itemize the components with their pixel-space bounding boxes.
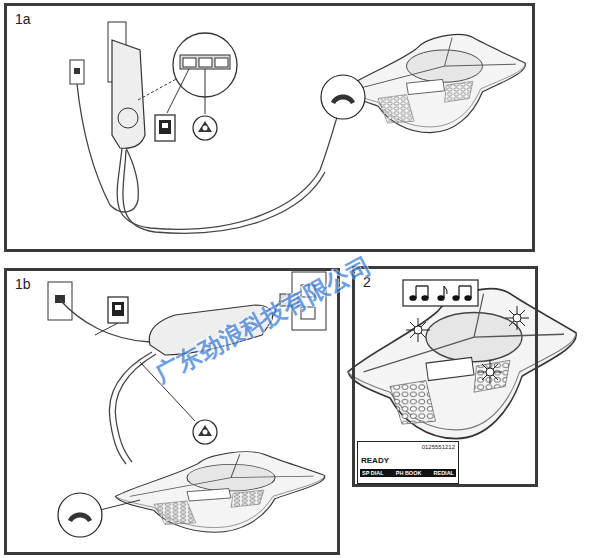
softkey-label: PH BOOK <box>396 470 422 476</box>
status-text: READY <box>358 450 458 465</box>
step-number: 1b <box>15 276 31 292</box>
step-number: 1a <box>15 11 31 27</box>
softkey-label: SP DIAL <box>362 470 384 476</box>
step-panel: 1a <box>4 3 535 252</box>
softkey-label: REDIAL <box>434 470 454 476</box>
phone-number: 0125551212 <box>358 442 458 450</box>
lcd-display: 0125551212READY SP DIAL PH BOOK REDIAL <box>357 441 459 484</box>
softkey-bar: SP DIAL PH BOOK REDIAL <box>360 469 456 477</box>
step-panel: 20125551212READYSP DIALPH BOOKREDIAL <box>352 266 538 487</box>
